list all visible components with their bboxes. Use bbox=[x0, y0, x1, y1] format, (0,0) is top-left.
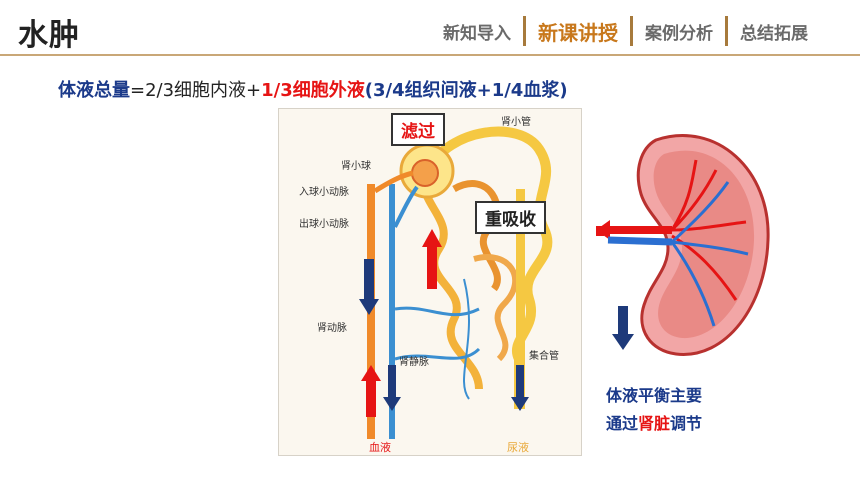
label-artery: 肾动脉 bbox=[317, 323, 347, 334]
formula-part1: =2/3细胞内液+ bbox=[130, 80, 262, 101]
label-tubule: 肾小管 bbox=[501, 117, 531, 128]
note-kidney-word: 肾脏 bbox=[638, 414, 671, 433]
tab-divider bbox=[725, 16, 728, 46]
nephron-illustration bbox=[359, 126, 553, 439]
kidney-illustration bbox=[596, 134, 770, 356]
label-duct: 集合管 bbox=[529, 351, 559, 362]
note-text-a: 通过 bbox=[606, 414, 639, 433]
formula-term: 体液总量 bbox=[58, 80, 130, 101]
note-line-1: 体液平衡主要 bbox=[606, 386, 703, 405]
label-afferent: 入球小动脉 bbox=[299, 187, 349, 198]
formula-line: 体液总量=2/3细胞内液+1/3细胞外液(3/4组织间液+1/4血浆) bbox=[58, 76, 568, 102]
tab-intro[interactable]: 新知导入 bbox=[443, 23, 511, 44]
label-glomerulus: 肾小球 bbox=[341, 161, 371, 172]
formula-part3: (3/4组织间液+1/4血浆) bbox=[364, 80, 568, 101]
note-line-2: 通过肾脏调节 bbox=[606, 410, 702, 438]
kidney-note: 体液平衡主要 通过肾脏调节 bbox=[606, 382, 702, 438]
label-vein: 肾静脉 bbox=[399, 357, 429, 368]
tab-divider bbox=[523, 16, 526, 46]
formula-part2: 1/3细胞外液 bbox=[261, 80, 365, 101]
tab-summary[interactable]: 总结拓展 bbox=[740, 23, 808, 44]
label-blood: 血液 bbox=[369, 441, 391, 454]
tab-case[interactable]: 案例分析 bbox=[645, 23, 713, 44]
note-text-c: 调节 bbox=[670, 414, 703, 433]
filter-tag: 滤过 bbox=[391, 113, 445, 146]
label-efferent: 出球小动脉 bbox=[299, 219, 349, 230]
section-nav: 新知导入 新课讲授 案例分析 总结拓展 bbox=[431, 16, 820, 46]
nephron-diagram: 滤过 重吸收 肾小管 肾小球 入球小动脉 出球小动脉 肾动脉 肾静脉 集合管 血… bbox=[278, 108, 582, 456]
tab-divider bbox=[630, 16, 633, 46]
label-urine: 尿液 bbox=[507, 441, 529, 454]
reabsorb-tag: 重吸收 bbox=[475, 201, 546, 234]
header-divider bbox=[0, 54, 860, 56]
page-title: 水肿 bbox=[18, 18, 80, 53]
tab-lecture[interactable]: 新课讲授 bbox=[538, 20, 618, 45]
